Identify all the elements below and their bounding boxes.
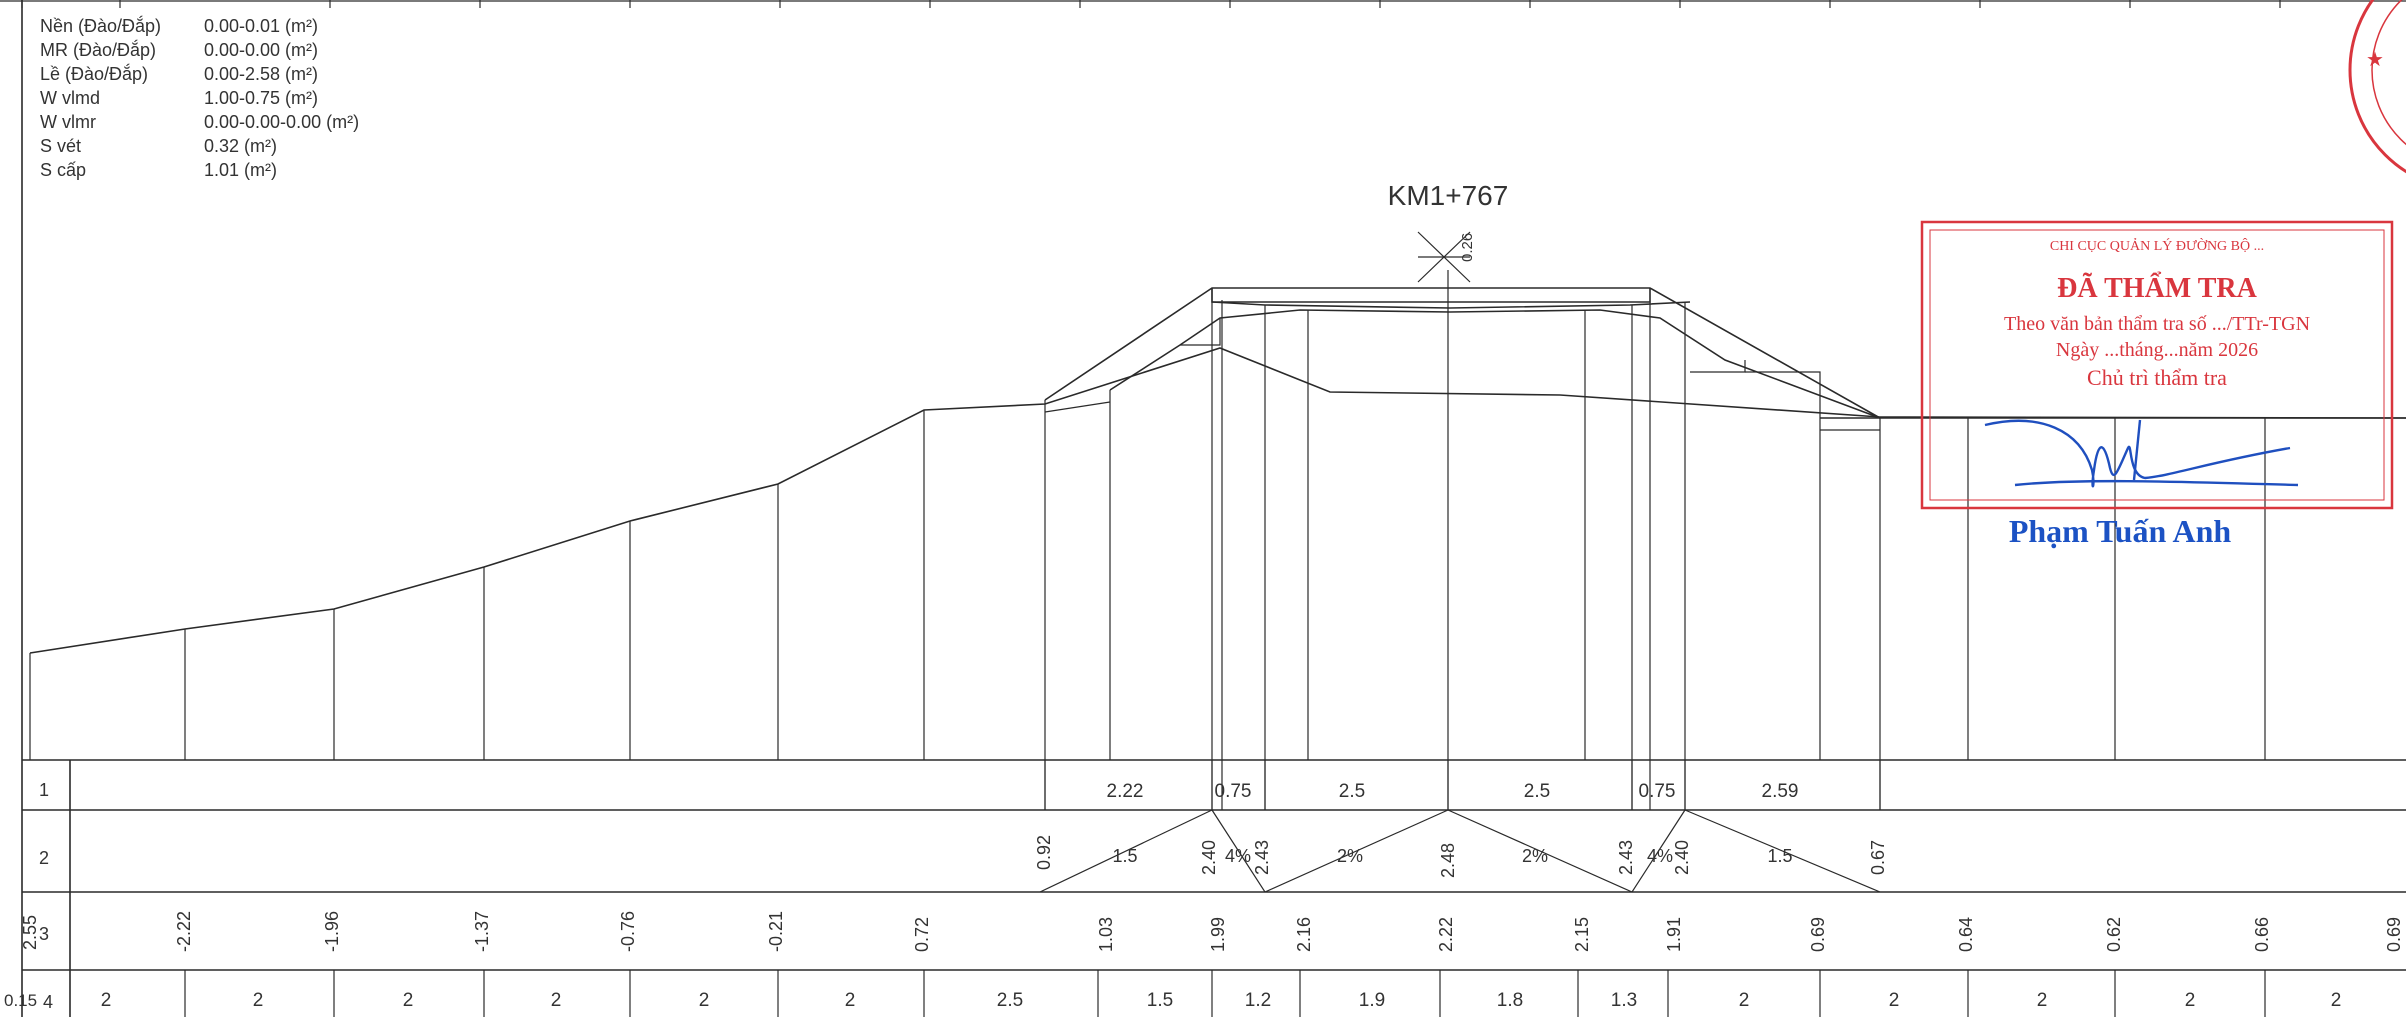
signer-name: Phạm Tuấn Anh bbox=[2009, 513, 2232, 549]
row1-cell: 0.75 bbox=[1639, 781, 1676, 802]
handwritten-signature bbox=[1984, 419, 2299, 488]
info-value: 1.01 (m²) bbox=[204, 160, 277, 180]
row-label: 3 bbox=[39, 924, 49, 944]
row3-cell: 1.99 bbox=[1208, 917, 1228, 952]
row2-pct-left-small: 4% bbox=[1225, 846, 1251, 866]
stamp-header: CHI CỤC QUẢN LÝ ĐƯỜNG BỘ ... bbox=[2050, 237, 2264, 254]
info-label: S vét bbox=[40, 136, 81, 156]
row4-values: 0.15 2 2 2 2 2 2 2.5 1.5 1.2 1.9 1.8 1.3… bbox=[4, 990, 2341, 1011]
info-value: 0.00-0.00 (m²) bbox=[204, 40, 318, 60]
row1-cell: 2.22 bbox=[1107, 781, 1144, 802]
info-value: 1.00-0.75 (m²) bbox=[204, 88, 318, 108]
row4-cell: 2 bbox=[403, 990, 414, 1011]
row2-pct-left: 2% bbox=[1337, 846, 1363, 866]
row3-cell: 0.69 bbox=[2384, 917, 2404, 952]
info-label: W vlmd bbox=[40, 88, 100, 108]
data-table-grid bbox=[22, 759, 2406, 1017]
section-title: KM1+767 bbox=[1388, 180, 1509, 211]
stamp-line2: Ngày ...tháng...năm 2026 bbox=[2056, 339, 2258, 361]
row1-cell: 0.75 bbox=[1215, 781, 1252, 802]
row4-cell: 2 bbox=[253, 990, 264, 1011]
row2-shoulder-right-inner: 2.43 bbox=[1616, 840, 1636, 875]
row4-cell: 2 bbox=[101, 990, 112, 1011]
row3-cell: -1.37 bbox=[472, 911, 492, 952]
info-value: 0.00-0.00-0.00 (m²) bbox=[204, 112, 359, 132]
row4-cell: 2 bbox=[2331, 990, 2342, 1011]
row4-cell: 2 bbox=[2185, 990, 2196, 1011]
row3-cell: -1.96 bbox=[322, 911, 342, 952]
stamp-title: ĐÃ THẨM TRA bbox=[2057, 272, 2257, 304]
row2-slope-right: 1.5 bbox=[1767, 846, 1792, 866]
row2-edge-right: 0.67 bbox=[1868, 840, 1888, 875]
row3-cell: 1.91 bbox=[1664, 917, 1684, 952]
stamp-line1: Theo văn bản thẩm tra số .../TTr-TGN bbox=[2004, 313, 2310, 335]
official-seal: ★ bbox=[2348, 0, 2406, 174]
row2-shoulder-left-inner: 2.43 bbox=[1252, 840, 1272, 875]
row2-pct-right-small: 4% bbox=[1647, 846, 1673, 866]
info-value: 0.32 (m²) bbox=[204, 136, 277, 156]
row2-edge-left: 0.92 bbox=[1034, 835, 1054, 870]
stamp-line3: Chủ trì thẩm tra bbox=[2087, 365, 2227, 390]
row3-cell: 1.03 bbox=[1096, 917, 1116, 952]
centerline-marker-icon: 0.26 bbox=[1417, 231, 1476, 283]
info-label: S cấp bbox=[40, 160, 86, 180]
row2-values: 0.92 1.5 2.40 4% 2.43 2% 2.48 2% 2.43 4%… bbox=[1034, 835, 1888, 878]
row4-lead: 0.15 bbox=[4, 991, 37, 1010]
row1-values: 2.22 0.75 2.5 2.5 0.75 2.59 bbox=[1107, 781, 1799, 802]
center-value: 0.26 bbox=[1459, 233, 1476, 262]
row3-first: 2.55 bbox=[20, 915, 40, 950]
row-labels: 1 2 3 4 bbox=[39, 780, 53, 1012]
row4-cell: 1.9 bbox=[1359, 990, 1385, 1011]
row4-cell: 1.5 bbox=[1147, 990, 1173, 1011]
row4-cell: 2 bbox=[1889, 990, 1900, 1011]
seal-star-icon: ★ bbox=[2366, 49, 2384, 71]
row3-cell: 0.62 bbox=[2104, 917, 2124, 952]
row2-slope-left: 1.5 bbox=[1112, 846, 1137, 866]
info-value: 0.00-2.58 (m²) bbox=[204, 64, 318, 84]
row3-cell: 0.64 bbox=[1956, 917, 1976, 952]
row2-shoulder-right-outer: 2.40 bbox=[1672, 840, 1692, 875]
row4-cell: 2 bbox=[845, 990, 856, 1011]
row3-cell: 0.66 bbox=[2252, 917, 2272, 952]
info-label: W vlmr bbox=[40, 112, 96, 132]
row-label: 2 bbox=[39, 848, 49, 868]
row3-cell: -0.76 bbox=[618, 911, 638, 952]
row4-cell: 2 bbox=[1739, 990, 1750, 1011]
row4-cell: 2 bbox=[2037, 990, 2048, 1011]
info-table: Nền (Đào/Đắp) 0.00-0.01 (m²) MR (Đào/Đắp… bbox=[40, 15, 359, 180]
info-label: MR (Đào/Đắp) bbox=[40, 39, 156, 60]
vertical-section-lines bbox=[29, 270, 2266, 810]
info-label: Lề (Đào/Đắp) bbox=[40, 63, 148, 84]
row3-values: 2.55 -2.22 -1.96 -1.37 -0.76 -0.21 0.72 … bbox=[20, 911, 2404, 952]
review-stamp: CHI CỤC QUẢN LÝ ĐƯỜNG BỘ ... ĐÃ THẨM TRA… bbox=[1920, 220, 2394, 510]
info-label: Nền (Đào/Đắp) bbox=[40, 15, 161, 36]
top-border bbox=[0, 0, 2406, 8]
row3-cell: 2.22 bbox=[1436, 917, 1456, 952]
row-label: 4 bbox=[43, 992, 53, 1012]
row4-cell: 1.3 bbox=[1611, 990, 1637, 1011]
row4-cell: 1.2 bbox=[1245, 990, 1271, 1011]
row3-cell: -2.22 bbox=[174, 911, 194, 952]
row3-cell: -0.21 bbox=[766, 911, 786, 952]
row4-cell: 1.8 bbox=[1497, 990, 1523, 1011]
row3-cell: 0.72 bbox=[912, 917, 932, 952]
row4-cell: 2 bbox=[551, 990, 562, 1011]
row2-pct-right: 2% bbox=[1522, 846, 1548, 866]
row2-shoulder-left-outer: 2.40 bbox=[1199, 840, 1219, 875]
row1-cell: 2.5 bbox=[1339, 781, 1365, 802]
row3-cell: 0.69 bbox=[1808, 917, 1828, 952]
row-label: 1 bbox=[39, 780, 49, 800]
row1-cell: 2.59 bbox=[1762, 781, 1799, 802]
row3-cell: 2.15 bbox=[1572, 917, 1592, 952]
row2-center: 2.48 bbox=[1438, 843, 1458, 878]
row1-cell: 2.5 bbox=[1524, 781, 1550, 802]
row4-cell: 2 bbox=[699, 990, 710, 1011]
row4-cell: 2.5 bbox=[997, 990, 1023, 1011]
row3-cell: 2.16 bbox=[1294, 917, 1314, 952]
info-value: 0.00-0.01 (m²) bbox=[204, 16, 318, 36]
